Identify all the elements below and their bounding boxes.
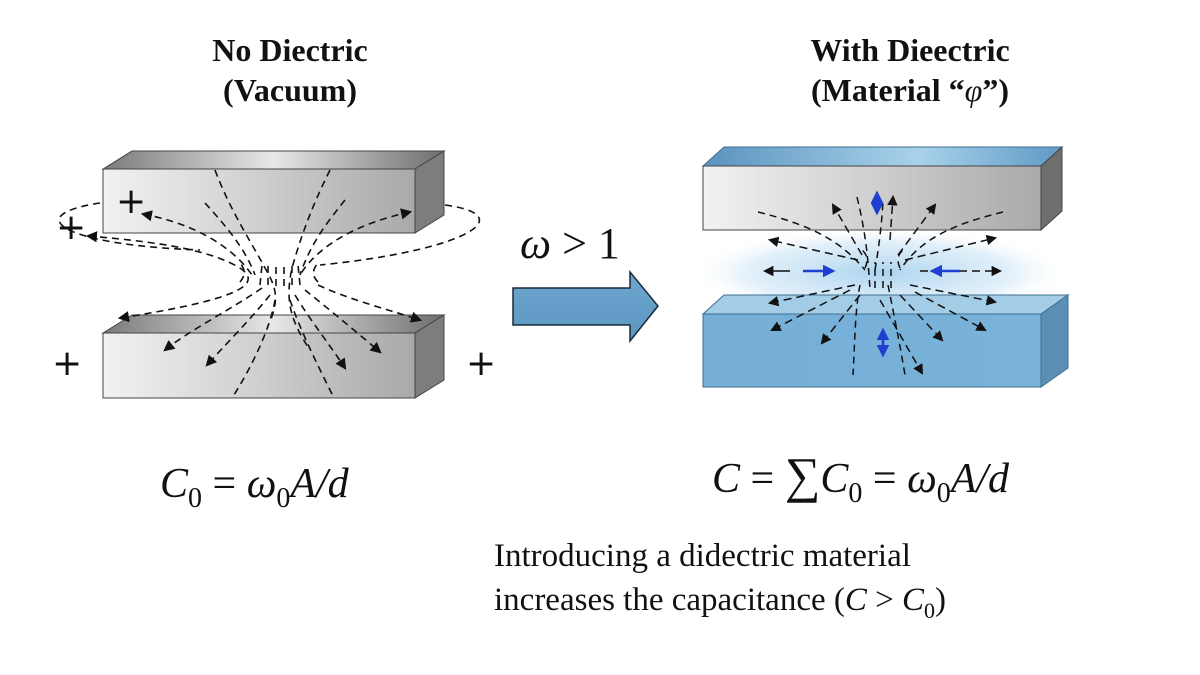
eq-right-equals1: = <box>740 456 785 502</box>
caption-c: C <box>844 582 867 618</box>
eq-right-omega: ω <box>907 456 937 502</box>
plus-charge-icon: + <box>52 343 83 384</box>
eq-left-equals: = <box>202 461 247 507</box>
caption-close-paren: ) <box>935 582 947 618</box>
equation-vacuum: C0 = ω0A/d <box>160 460 349 513</box>
eq-left-omega-sub: 0 <box>276 483 291 514</box>
eq-right-omega-sub: 0 <box>936 478 951 509</box>
title-no-dielectric: No Diectric (Vacuum) <box>140 30 440 110</box>
caption-c0: C <box>902 582 925 618</box>
caption-line1: Introducing a didectric material <box>494 538 911 574</box>
title-right-suffix: ”) <box>982 72 1010 108</box>
eq-left-omega: ω <box>246 461 277 507</box>
title-right-symbol: φ <box>964 72 983 108</box>
title-left-line1: No Diectric <box>212 32 368 68</box>
eq-right-rest: A/d <box>950 456 1010 502</box>
right-bottom-plate <box>701 294 1070 388</box>
caption-gt: > <box>866 582 902 618</box>
right-capacitor <box>690 145 1070 388</box>
title-right-line1: With Dieectric <box>810 32 1010 68</box>
eq-right-sum: ∑ <box>784 447 821 503</box>
eq-right-c: C <box>712 456 741 502</box>
eq-right-c0: C <box>820 456 849 502</box>
plus-charge-icon: + <box>466 343 497 384</box>
left-field-lines <box>58 169 481 399</box>
polarization-arrows <box>803 190 960 358</box>
eq-right-c0-sub: 0 <box>848 478 863 509</box>
plus-charge-icon: + <box>116 181 147 222</box>
caption-line2: increases the capacitance (C > C0) <box>494 578 946 622</box>
title-right-line2: (Material “φ”) <box>745 70 1075 110</box>
left-bottom-plate <box>101 314 446 399</box>
caption-c0-sub: 0 <box>924 598 936 623</box>
dielectric-condition: ω > 1 <box>520 218 620 269</box>
eq-right-equals2: = <box>862 456 908 502</box>
eq-left-rest: A/d <box>290 461 349 507</box>
eq-left-c: C <box>160 461 189 507</box>
title-with-dielectric: With Dieectric (Material “φ”) <box>745 30 1075 110</box>
left-capacitor <box>58 150 481 399</box>
left-top-plate <box>101 150 446 234</box>
caption: Introducing a didectric material increas… <box>494 534 946 622</box>
condition-symbol: ω <box>520 219 552 268</box>
title-right-prefix: (Material “ <box>810 72 965 108</box>
right-top-plate <box>701 145 1064 232</box>
title-left-line2: (Vacuum) <box>223 72 357 108</box>
condition-relation: > 1 <box>551 219 620 268</box>
eq-left-c-sub: 0 <box>188 483 203 514</box>
plus-charge-icon: + <box>56 207 87 248</box>
caption-line2-text: increases the capacitance ( <box>494 582 845 618</box>
equation-dielectric: C = ∑C0 = ω0A/d <box>712 446 1010 508</box>
transition-arrow <box>512 269 659 344</box>
